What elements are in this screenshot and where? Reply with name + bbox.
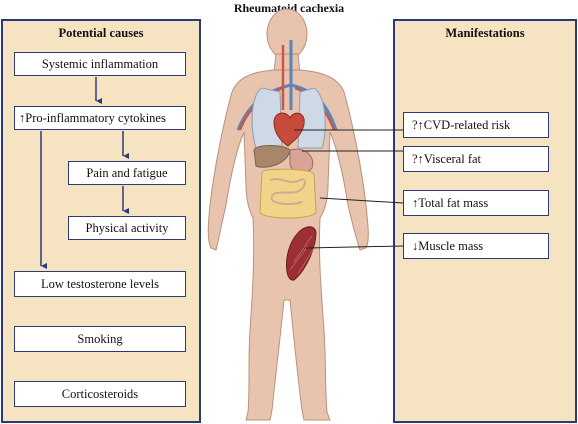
manifestation-cvd-risk: ?↑CVD-related risk <box>403 112 549 138</box>
manifestation-total-fat-mass: ↑Total fat mass <box>403 190 549 216</box>
manifestations-panel: Manifestations <box>393 19 577 423</box>
cause-smoking: Smoking <box>14 326 186 352</box>
manifestation-muscle-mass: ↓Muscle mass <box>403 233 549 259</box>
cause-systemic-inflammation: Systemic inflammation <box>14 52 186 76</box>
diagram-title: Rheumatoid cachexia <box>233 1 345 15</box>
cause-low-testosterone-levels: Low testosterone levels <box>14 271 186 297</box>
manifestations-heading: Manifestations <box>445 26 525 40</box>
potential-causes-heading: Potential causes <box>58 26 144 40</box>
cause-corticosteroids: Corticosteroids <box>14 381 186 407</box>
cause-pain-and-fatigue: Pain and fatigue <box>68 161 186 185</box>
manifestation-visceral-fat: ?↑Visceral fat <box>403 146 549 172</box>
cause-physical-activity: Physical activity <box>68 216 186 240</box>
cause-pro-inflammatory-cytokines: ↑Pro-inflammatory cytokines <box>14 106 186 130</box>
